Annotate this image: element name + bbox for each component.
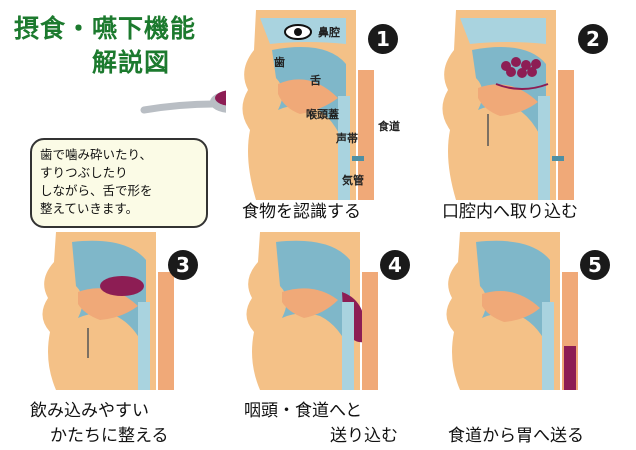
eye-icon [284,24,312,40]
label-nasal: 鼻腔 [318,26,340,39]
title-line-2: 解説図 [92,48,171,77]
title-line-1: 摂食・嚥下機能 [14,14,197,43]
panel-5: 5 [430,232,630,390]
caption-step-2: 口腔内へ取り込む [442,202,578,222]
caption-step-4-line-1: 咽頭・食道へと [244,401,363,421]
step-1-badge: 1 [368,24,398,54]
label-vocal: 声帯 [336,132,358,145]
label-esophagus: 食道 [378,120,400,133]
step-5-badge: 5 [580,250,610,280]
bubble-line-2: すりつぶしたり [40,165,128,180]
panel-2: 2 [426,10,626,200]
label-teeth: 歯 [274,56,285,69]
step-2-badge: 2 [578,24,608,54]
caption-step-1: 食物を認識する [242,202,361,222]
caption-step-4-line-2: 送り込む [330,426,398,446]
caption-step-3-line-1: 飲み込みやすい [30,401,149,421]
panel-4: 4 [230,232,430,390]
caption-step-5: 食道から胃へ送る [448,426,584,446]
bubble-line-1: 歯で噛み砕いたり、 [40,147,153,162]
caption-step-3-line-2: かたちに整える [50,426,169,446]
label-epiglottis: 喉頭蓋 [306,108,339,121]
bubble-line-3: しながら、舌で形を [40,183,153,198]
panel-1: 鼻腔 歯 舌 喉頭蓋 声帯 食道 気管 1 [226,10,426,200]
step-4-badge: 4 [380,250,410,280]
label-tongue: 舌 [310,74,321,87]
label-trachea: 気管 [342,174,364,187]
step-3-badge: 3 [168,250,198,280]
panel-3: 3 [26,232,226,390]
bubble-line-4: 整えていきます。 [40,201,139,216]
speech-bubble: 歯で噛み砕いたり、 すりつぶしたり しながら、舌で形を 整えていきます。 [30,138,208,228]
